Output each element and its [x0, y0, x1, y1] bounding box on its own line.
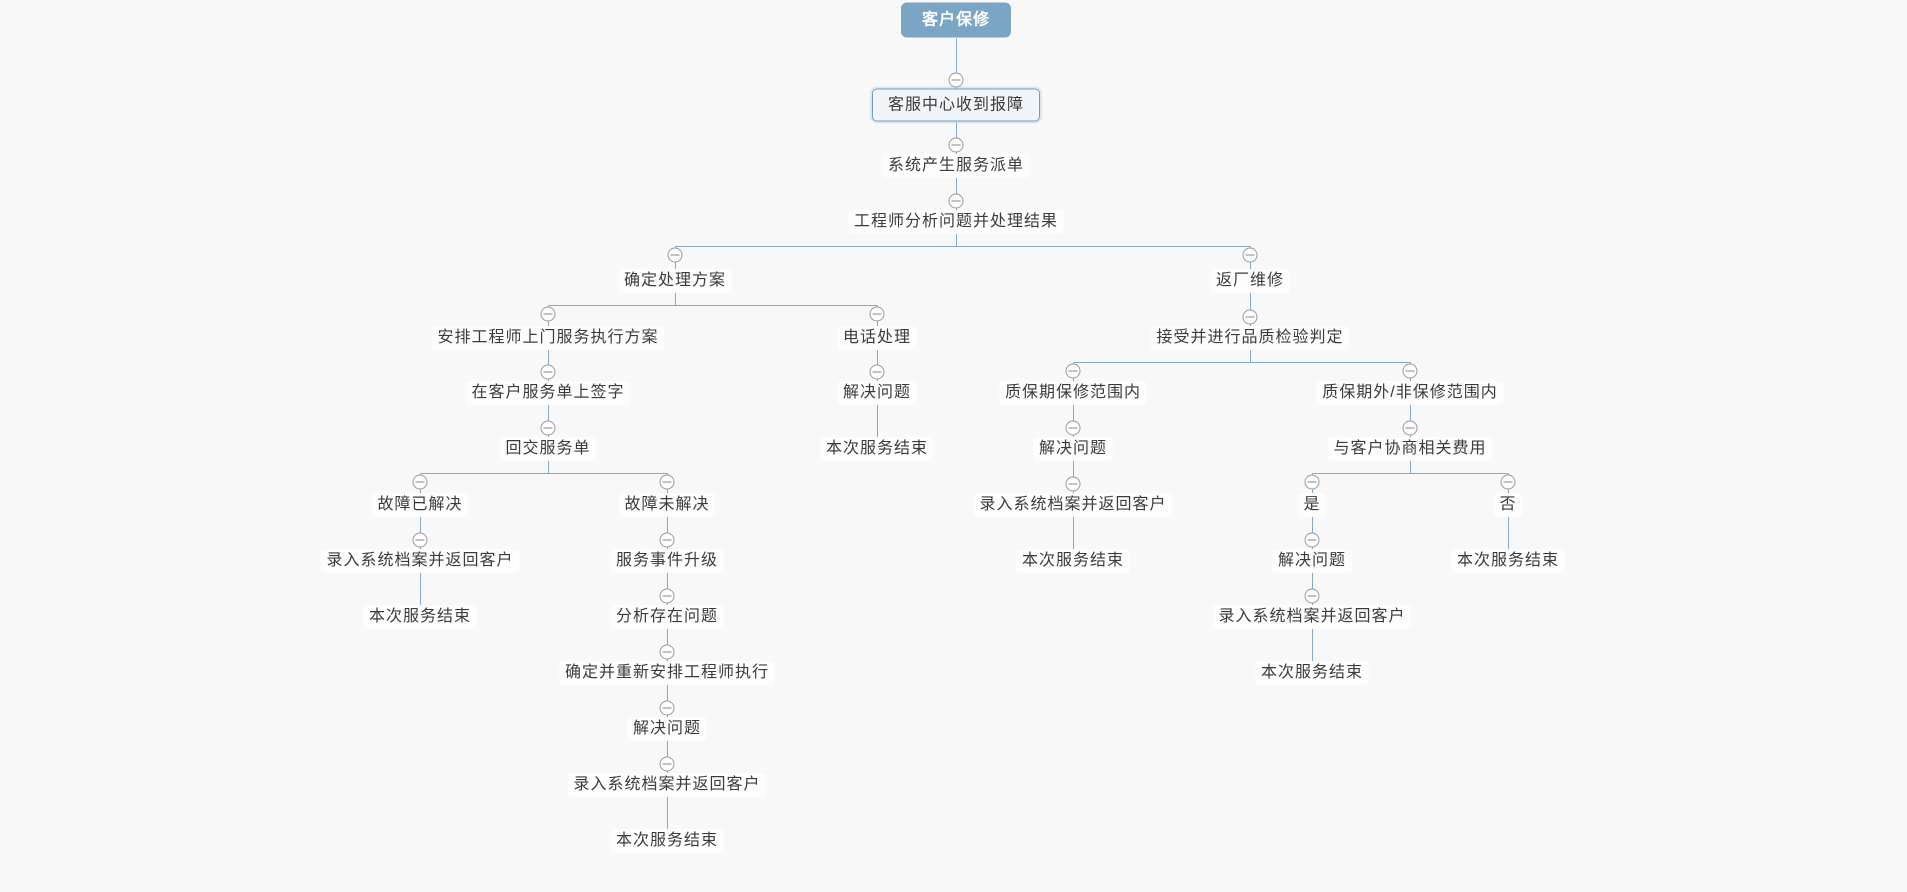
collapse-toggle-record-return-1[interactable]: [412, 532, 428, 548]
collapse-toggle-determine-plan[interactable]: [667, 247, 683, 263]
minus-in-circle-icon: [1068, 483, 1078, 485]
collapse-toggle-answer-no[interactable]: [1500, 474, 1516, 490]
collapse-toggle-solve-problem-3[interactable]: [1065, 420, 1081, 436]
minus-in-circle-icon: [662, 539, 672, 541]
node-solve-problem-4[interactable]: 解决问题: [1271, 549, 1353, 573]
node-onsite-service[interactable]: 安排工程师上门服务执行方案: [431, 326, 665, 350]
minus-in-circle-icon: [415, 539, 425, 541]
node-solve-problem-phone[interactable]: 解决问题: [836, 381, 918, 405]
node-fault-solved[interactable]: 故障已解决: [371, 493, 469, 517]
node-quality-inspection[interactable]: 接受并进行品质检验判定: [1150, 326, 1350, 350]
minus-in-circle-icon: [415, 481, 425, 483]
node-return-service-sheet[interactable]: 回交服务单: [499, 437, 597, 461]
minus-in-circle-icon: [1307, 595, 1317, 597]
collapse-toggle-record-return-2[interactable]: [659, 756, 675, 772]
node-solve-problem-3[interactable]: 解决问题: [1032, 437, 1114, 461]
collapse-toggle-engineer-analysis[interactable]: [948, 193, 964, 209]
node-service-center-report[interactable]: 客服中心收到报障: [871, 88, 1041, 122]
node-answer-no[interactable]: 否: [1493, 493, 1523, 517]
node-service-end-phone[interactable]: 本次服务结束: [819, 437, 935, 461]
node-record-return-3[interactable]: 录入系统档案并返回客户: [973, 493, 1173, 517]
collapse-toggle-fault-unsolved[interactable]: [659, 474, 675, 490]
node-solve-problem-2[interactable]: 解决问题: [626, 717, 708, 741]
minus-in-circle-icon: [1405, 427, 1415, 429]
minus-in-circle-icon: [543, 313, 553, 315]
node-determine-plan[interactable]: 确定处理方案: [617, 269, 733, 293]
minus-in-circle-icon: [670, 254, 680, 256]
node-engineer-analysis[interactable]: 工程师分析问题并处理结果: [847, 210, 1065, 234]
node-fault-unsolved[interactable]: 故障未解决: [618, 493, 716, 517]
node-escalate-event[interactable]: 服务事件升级: [609, 549, 725, 573]
node-answer-yes[interactable]: 是: [1297, 493, 1327, 517]
minus-in-circle-icon: [872, 313, 882, 315]
node-phone-handling[interactable]: 电话处理: [836, 326, 918, 350]
collapse-toggle-record-return-3[interactable]: [1065, 476, 1081, 492]
node-in-warranty[interactable]: 质保期保修范围内: [998, 381, 1148, 405]
node-negotiate-fee[interactable]: 与客户协商相关费用: [1327, 437, 1493, 461]
minus-in-circle-icon: [1503, 481, 1513, 483]
minus-in-circle-icon: [662, 707, 672, 709]
node-sign-service-sheet[interactable]: 在客户服务单上签字: [465, 381, 631, 405]
minus-in-circle-icon: [662, 763, 672, 765]
collapse-toggle-solve-problem-4[interactable]: [1304, 532, 1320, 548]
collapse-toggle-service-center-report[interactable]: [948, 72, 964, 88]
collapse-toggle-fault-solved[interactable]: [412, 474, 428, 490]
node-service-end-no[interactable]: 本次服务结束: [1450, 549, 1566, 573]
minus-in-circle-icon: [662, 651, 672, 653]
minus-in-circle-icon: [1307, 481, 1317, 483]
collapse-toggle-negotiate-fee[interactable]: [1402, 420, 1418, 436]
node-analyze-issues[interactable]: 分析存在问题: [609, 605, 725, 629]
collapse-toggle-out-warranty[interactable]: [1402, 363, 1418, 379]
collapse-toggle-sign-service-sheet[interactable]: [540, 364, 556, 380]
node-record-return-4[interactable]: 录入系统档案并返回客户: [1212, 605, 1412, 629]
collapse-toggle-quality-inspection[interactable]: [1242, 309, 1258, 325]
collapse-toggle-in-warranty[interactable]: [1065, 363, 1081, 379]
node-dispatch-order[interactable]: 系统产生服务派单: [881, 154, 1031, 178]
node-rearrange-engineer[interactable]: 确定并重新安排工程师执行: [558, 661, 776, 685]
minus-in-circle-icon: [1245, 316, 1255, 318]
collapse-toggle-onsite-service[interactable]: [540, 306, 556, 322]
collapse-toggle-phone-handling[interactable]: [869, 306, 885, 322]
collapse-toggle-solve-problem-phone[interactable]: [869, 364, 885, 380]
node-record-return-2[interactable]: 录入系统档案并返回客户: [567, 773, 767, 797]
collapse-toggle-return-service-sheet[interactable]: [540, 420, 556, 436]
collapse-toggle-answer-yes[interactable]: [1304, 474, 1320, 490]
node-service-end-4[interactable]: 本次服务结束: [1254, 661, 1370, 685]
minus-in-circle-icon: [662, 595, 672, 597]
collapse-toggle-solve-problem-2[interactable]: [659, 700, 675, 716]
minus-in-circle-icon: [1405, 370, 1415, 372]
minus-in-circle-icon: [951, 144, 961, 146]
minus-in-circle-icon: [872, 371, 882, 373]
node-service-end-1[interactable]: 本次服务结束: [362, 605, 478, 629]
minus-in-circle-icon: [1307, 539, 1317, 541]
collapse-toggle-record-return-4[interactable]: [1304, 588, 1320, 604]
minus-in-circle-icon: [951, 200, 961, 202]
collapse-toggle-dispatch-order[interactable]: [948, 137, 964, 153]
minus-in-circle-icon: [1068, 427, 1078, 429]
collapse-toggle-factory-repair[interactable]: [1242, 247, 1258, 263]
minus-in-circle-icon: [951, 79, 961, 81]
node-record-return-1[interactable]: 录入系统档案并返回客户: [320, 549, 520, 573]
minus-in-circle-icon: [543, 371, 553, 373]
collapse-toggle-escalate-event[interactable]: [659, 532, 675, 548]
node-service-end-2[interactable]: 本次服务结束: [609, 829, 725, 853]
minus-in-circle-icon: [662, 481, 672, 483]
minus-in-circle-icon: [1068, 370, 1078, 372]
minus-in-circle-icon: [543, 427, 553, 429]
collapse-toggle-analyze-issues[interactable]: [659, 588, 675, 604]
minus-in-circle-icon: [1245, 254, 1255, 256]
collapse-toggle-rearrange-engineer[interactable]: [659, 644, 675, 660]
node-service-end-3[interactable]: 本次服务结束: [1015, 549, 1131, 573]
node-customer-warranty[interactable]: 客户保修: [900, 2, 1012, 38]
node-out-warranty[interactable]: 质保期外/非保修范围内: [1316, 381, 1504, 405]
node-factory-repair[interactable]: 返厂维修: [1209, 269, 1291, 293]
